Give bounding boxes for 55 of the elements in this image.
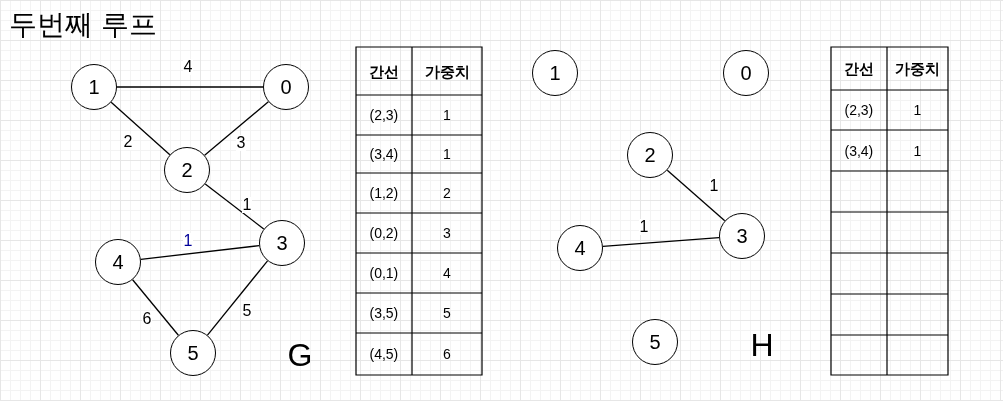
vertex-circle: 0 xyxy=(723,50,769,96)
weight-value: 1 xyxy=(913,143,922,158)
edge-line xyxy=(132,279,179,336)
edge-line xyxy=(140,245,260,260)
vertex-circle: 1 xyxy=(532,50,578,96)
graph-name: H xyxy=(750,329,774,361)
vertex-circle: 3 xyxy=(719,213,765,259)
vertex-circle: 4 xyxy=(557,225,603,271)
edge-pair: (0,2) xyxy=(369,226,399,240)
weight-value: 3 xyxy=(443,226,451,240)
edge-weight-label: 1 xyxy=(182,233,194,249)
vertex-circle: 2 xyxy=(164,147,210,193)
graph-name: G xyxy=(287,339,313,371)
edge-weight-label: 1 xyxy=(638,219,650,235)
edge-pair: (4,5) xyxy=(369,347,399,361)
weight-value: 1 xyxy=(443,147,451,161)
edge-weight-label: 6 xyxy=(141,311,153,327)
edge-pair: (1,2) xyxy=(369,186,399,200)
edge-weight-label: 1 xyxy=(708,178,720,194)
edge-line xyxy=(110,101,171,156)
weight-value: 1 xyxy=(913,103,922,117)
vertex-circle: 2 xyxy=(627,132,673,178)
edge-line xyxy=(206,260,269,336)
edge-line xyxy=(602,237,720,247)
vertex-circle: 1 xyxy=(71,64,117,110)
edge-weight-label: 1 xyxy=(241,197,253,213)
weight-value: 1 xyxy=(443,108,451,122)
edge-pair: (3,4) xyxy=(369,147,399,161)
edge-weight-label: 5 xyxy=(241,303,253,319)
column-header: 가중치 xyxy=(895,61,940,76)
vertex-circle: 5 xyxy=(170,330,216,376)
edge-line xyxy=(116,86,264,88)
edge-weight-label: 4 xyxy=(182,59,194,75)
weight-value: 2 xyxy=(443,186,451,200)
edge-weight-label: 3 xyxy=(235,135,247,151)
edge-pair: (2,3) xyxy=(369,108,399,122)
vertex-circle: 5 xyxy=(632,319,678,365)
vertex-circle: 3 xyxy=(259,220,305,266)
edge-pair: (0,1) xyxy=(369,266,399,280)
vertex-circle: 4 xyxy=(95,239,141,285)
edge-line xyxy=(204,101,269,156)
edge-pair: (3,5) xyxy=(369,306,399,320)
column-header: 가중치 xyxy=(424,63,470,79)
edge-line xyxy=(666,169,726,222)
column-header: 간선 xyxy=(369,63,399,79)
weight-value: 6 xyxy=(443,347,451,361)
vertex-circle: 0 xyxy=(263,64,309,110)
edge-pair: (3,4) xyxy=(844,143,874,158)
column-header: 간선 xyxy=(844,61,874,76)
edge-weight-label: 2 xyxy=(122,134,134,150)
weight-value: 4 xyxy=(443,266,451,280)
edge-line xyxy=(204,183,265,230)
diagram-title: 두번째 루프 xyxy=(9,11,157,39)
edge-pair: (2,3) xyxy=(844,103,874,117)
weight-value: 5 xyxy=(443,306,451,320)
